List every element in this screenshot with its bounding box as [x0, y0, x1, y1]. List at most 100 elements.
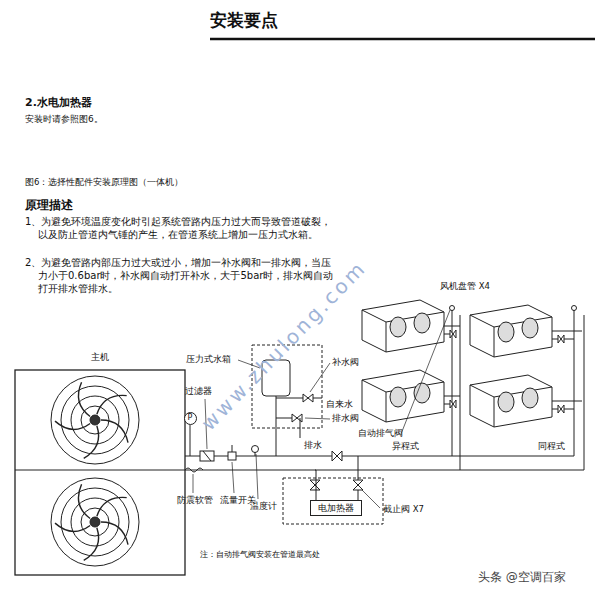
part-label: 压力式水箱: [186, 354, 231, 364]
coil-edge: [494, 327, 495, 357]
coil-body: [470, 305, 552, 357]
fan-blade: [55, 421, 90, 429]
coil-blower: [414, 313, 430, 333]
coil-edge: [494, 397, 495, 427]
air-vent: [450, 306, 455, 311]
stop-valve: [450, 330, 456, 338]
coil-blower: [498, 322, 514, 342]
part-label: 补水阀: [332, 357, 359, 367]
fill-pipe: [276, 398, 322, 399]
gauge-riser: [190, 425, 191, 456]
coil-blower: [390, 317, 406, 337]
fan-coil: [470, 305, 582, 357]
heater-outlet: [358, 456, 359, 500]
pressure-gauge: P: [184, 412, 197, 425]
fan-blade: [97, 395, 127, 414]
fan-grille: [51, 376, 139, 464]
leader-line: [256, 454, 258, 499]
fan-hub: [90, 415, 100, 425]
description-item: 1、为避免环境温度变化时引起系统管路内压力过大而导致管道破裂，以及防止管道内气锤…: [25, 215, 340, 241]
part-label: 排水阀: [332, 413, 359, 423]
coil-branch: [552, 401, 582, 402]
unit-divider: [15, 470, 185, 471]
filter-mesh: [203, 451, 211, 461]
part-label: 排水: [304, 440, 322, 450]
coil-branch: [444, 326, 460, 327]
fan-hub: [90, 517, 100, 527]
coil-blower: [522, 388, 538, 408]
coil-branch: [552, 331, 582, 332]
filter-symbol: [200, 451, 214, 461]
leader-line: [362, 490, 380, 508]
leader-line: [305, 418, 330, 419]
fan-coil: [470, 375, 582, 427]
fan-grille: [71, 396, 119, 444]
fan-grille: [71, 498, 119, 546]
unit-housing: [15, 370, 185, 575]
thermometer-symbol: [252, 446, 259, 453]
subheading: 原理描述: [25, 198, 73, 212]
coil-blower: [414, 383, 430, 403]
part-label: 同程式: [538, 441, 565, 451]
drain-pipe: [300, 418, 301, 438]
stop-valve: [310, 480, 320, 490]
flow-switch-symbol: [228, 452, 236, 460]
coil-edge: [386, 322, 387, 352]
fan-grilles: [51, 376, 139, 566]
coil-edge: [386, 392, 387, 422]
part-label: 风机盘管 X4: [440, 281, 490, 291]
outdoor-unit: 主机: [15, 352, 185, 575]
fan-grille: [51, 478, 139, 566]
fan-blade: [101, 522, 128, 545]
section-heading: 2.水电加热器: [25, 96, 92, 109]
fill-valve: [303, 394, 313, 402]
leader-line: [401, 310, 450, 434]
stop-valve: [558, 335, 564, 343]
watermark: 头条 @空调百家: [478, 570, 566, 584]
fan-blade: [97, 497, 127, 516]
electric-heater: 电加热器: [310, 500, 362, 516]
leader-line: [232, 462, 234, 493]
part-label: 温度计: [250, 501, 277, 511]
page-title: 安装要点: [210, 10, 278, 30]
thermometer-stem: [255, 452, 256, 456]
part-label: 防震软管: [177, 495, 213, 505]
stop-valve: [558, 405, 564, 413]
coil-blower: [522, 318, 538, 338]
stop-valve: [332, 451, 342, 461]
part-label: 过滤器: [185, 386, 212, 396]
description-item: 2、为避免管路内部压力过大或过小，增加一补水阀和一排水阀，当压力小于0.6bar…: [25, 256, 340, 295]
fan-grille: [61, 488, 129, 556]
part-label: 自来水: [326, 399, 353, 409]
figure-caption: 图6：选择性配件安装原理图（一体机）: [25, 177, 183, 187]
fan-blade: [78, 382, 90, 416]
riser-pipe: [460, 315, 461, 470]
fan-blade: [55, 523, 90, 531]
part-label: 异程式: [392, 441, 419, 451]
fan-blade: [101, 420, 128, 443]
tank-pipe: [276, 396, 277, 456]
coil-blower: [390, 387, 406, 407]
leader-line: [310, 363, 330, 392]
instruction-text: 安装时请参照图6。: [25, 114, 103, 125]
fan-blade: [84, 528, 99, 561]
node-text: 电加热器: [318, 503, 354, 513]
fan-coil-units: [362, 300, 582, 427]
stop-valve: [450, 400, 456, 408]
part-label: 截止阀 X7: [383, 504, 424, 514]
flow-switch-stem: [232, 445, 233, 452]
leader-line: [193, 474, 194, 493]
node-text: P: [188, 413, 193, 423]
note-text: 注：自动排气阀安装在管道最高处: [200, 550, 320, 560]
title-rule: [210, 38, 595, 41]
coil-body: [470, 375, 552, 427]
fan-blade: [78, 484, 90, 518]
heater-group-outline: [283, 478, 383, 524]
coil-body: [362, 300, 444, 352]
air-vent: [572, 306, 577, 311]
fan-coil: [362, 300, 460, 352]
fan-blade: [84, 426, 99, 459]
